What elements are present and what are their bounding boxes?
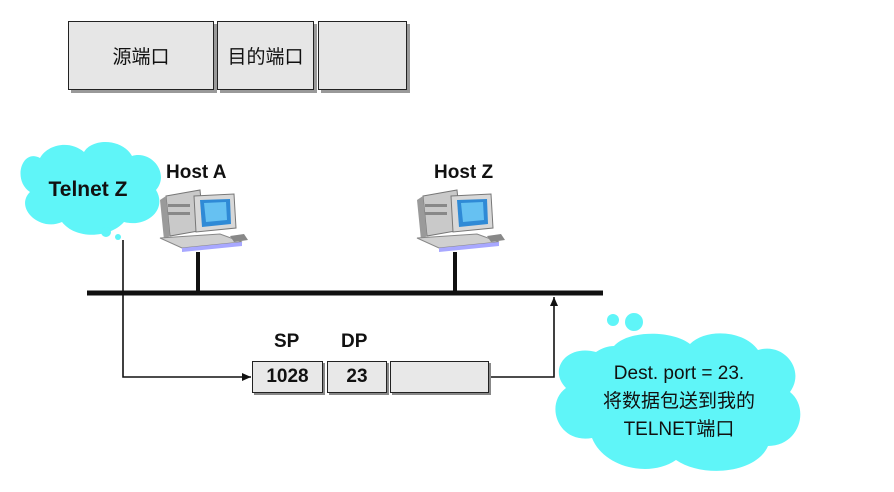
response-cloud	[555, 313, 801, 471]
host-z-label: Host Z	[434, 162, 494, 183]
thought-bubble-dot	[607, 314, 619, 326]
packet-source-port-cell: 1028	[252, 361, 323, 393]
response-line-2: 将数据包送到我的	[602, 391, 755, 412]
response-cloud-text: Dest. port = 23. 将数据包送到我的 TELNET端口	[566, 360, 792, 444]
thought-bubble-dot	[115, 234, 121, 240]
header-data-cell	[318, 21, 407, 90]
packet-destination-port-cell: 23	[327, 361, 387, 393]
host-z-computer-icon	[416, 189, 505, 252]
delivery-flow-arrow	[489, 297, 558, 378]
destination-port-label: DP	[341, 331, 368, 352]
thought-bubble-dot	[625, 313, 643, 331]
source-port-cell: 源端口	[68, 21, 214, 90]
thought-bubble-dot	[101, 227, 111, 237]
host-a-label: Host A	[166, 162, 227, 183]
response-line-1: Dest. port = 23.	[613, 363, 745, 384]
packet-data-cell	[390, 361, 489, 393]
request-cloud-text: Telnet Z	[48, 178, 128, 201]
request-cloud	[20, 141, 161, 240]
host-a-computer-icon	[159, 189, 248, 252]
source-port-label: SP	[274, 331, 300, 352]
request-flow-arrow	[122, 240, 251, 381]
destination-port-cell: 目的端口	[217, 21, 314, 90]
response-line-3: TELNET端口	[623, 419, 735, 440]
